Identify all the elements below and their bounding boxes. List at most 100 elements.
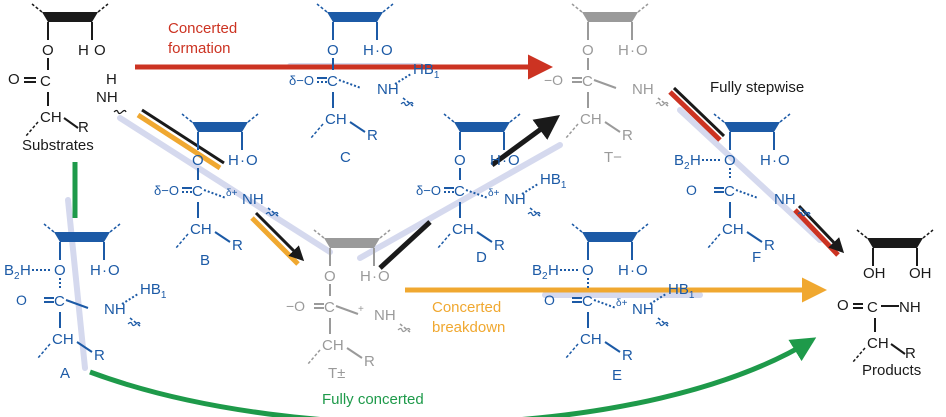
oxygen-atom: O (54, 262, 66, 279)
oxygen-atom: O (192, 152, 204, 169)
oxygen-atom: O (778, 152, 790, 169)
ring-bar (867, 238, 923, 248)
atom-label: NH (899, 299, 921, 316)
carbonyl-oxygen: O (16, 292, 27, 308)
carbonyl-oxygen: δ−O (154, 183, 179, 198)
ring-bar (327, 12, 383, 22)
r-group: R (494, 237, 505, 254)
carbon-atom: C (724, 183, 735, 200)
r-group: R (94, 347, 105, 364)
oxygen-atom: O (324, 268, 336, 285)
d-to-tminus-arrow (490, 115, 561, 168)
label-A: A (60, 365, 70, 382)
label-D: D (476, 249, 487, 266)
atom-label: CH (867, 335, 889, 352)
wavy-bond (265, 211, 279, 217)
ring-bar (324, 238, 380, 248)
hydrogen-atom: H (228, 152, 239, 169)
concerted-breakdown-label-2: breakdown (432, 319, 505, 336)
fully-concerted-arrow (89, 337, 817, 417)
ch-group: CH (452, 221, 474, 238)
carbon-atom: C (54, 293, 65, 310)
oxygen-atom: O (636, 42, 648, 59)
carbon-atom: C (324, 299, 335, 316)
atom-label: O (42, 42, 54, 59)
fully-concerted-label: Fully concerted (322, 391, 424, 408)
amine-group: NH (632, 81, 654, 98)
hydrogen-atom: H (490, 152, 501, 169)
carbonyl-oxygen: −O (544, 72, 563, 88)
atom-label: · (372, 268, 377, 285)
wavy-bond (655, 101, 669, 107)
oxygen-atom: O (381, 42, 393, 59)
carbon-atom: C (454, 183, 465, 200)
wavy-bond (797, 211, 811, 217)
hydrogen-atom: H (90, 262, 101, 279)
hydrogen-atom: H (360, 268, 371, 285)
carbonyl-oxygen: δ−O (416, 183, 441, 198)
ring-bar (582, 232, 638, 242)
ring-bar (724, 122, 780, 132)
atom-label: · (102, 262, 107, 279)
carbonyl-oxygen: δ−O (289, 73, 314, 88)
carbon-atom: C (327, 73, 338, 90)
oxygen-atom: O (724, 152, 736, 169)
label-B: B (200, 252, 210, 269)
concerted-formation-label-2: formation (168, 40, 231, 57)
atom-label: OH (863, 265, 886, 282)
amine-group: NH (774, 191, 796, 208)
r-group: R (364, 353, 375, 370)
amine-group: NH (242, 191, 264, 208)
label-T-minus: T− (604, 149, 622, 166)
atom-label: OH (909, 265, 932, 282)
ch-group: CH (722, 221, 744, 238)
r-group: R (622, 127, 633, 144)
atom-label: H (106, 71, 117, 88)
oxygen-atom: O (327, 42, 339, 59)
oxygen-atom: O (108, 262, 120, 279)
carbon-atom: C (582, 293, 593, 310)
r-group: R (622, 347, 633, 364)
amine-group: NH (632, 301, 654, 318)
atom-label: · (630, 42, 635, 59)
atom-label: O (8, 71, 20, 88)
amine-group: NH (374, 307, 396, 324)
atom-label: H (78, 42, 89, 59)
hydrogen-atom: H (363, 42, 374, 59)
ch-group: CH (580, 111, 602, 128)
amine-group: NH (504, 191, 526, 208)
atom-label: · (240, 152, 245, 169)
atom-label: H (690, 152, 701, 169)
hb1-label: HB1 (668, 281, 695, 301)
oxygen-atom: O (582, 42, 594, 59)
atom-label: NH (96, 89, 118, 106)
wavy-bond (655, 321, 669, 327)
carbon-atom: C (582, 73, 593, 90)
partial-charge: + (358, 304, 364, 315)
label-F: F (752, 249, 761, 266)
atom-label: C (40, 73, 51, 90)
r-group: R (232, 237, 243, 254)
b2h-label: B2 (532, 262, 548, 282)
oxygen-atom: O (378, 268, 390, 285)
atom-label: · (630, 262, 635, 279)
concerted-formation-label-1: Concerted (168, 20, 237, 37)
hydrogen-atom: H (618, 262, 629, 279)
ring-bar (192, 122, 248, 132)
b2h-label: B2 (4, 262, 20, 282)
wavy-bond (113, 109, 127, 115)
ring-bar (582, 12, 638, 22)
pathway-arrows (72, 54, 845, 417)
atom-label: CH (40, 109, 62, 126)
partial-charge: δ+ (616, 298, 628, 309)
fully-stepwise-label: Fully stepwise (710, 79, 804, 96)
